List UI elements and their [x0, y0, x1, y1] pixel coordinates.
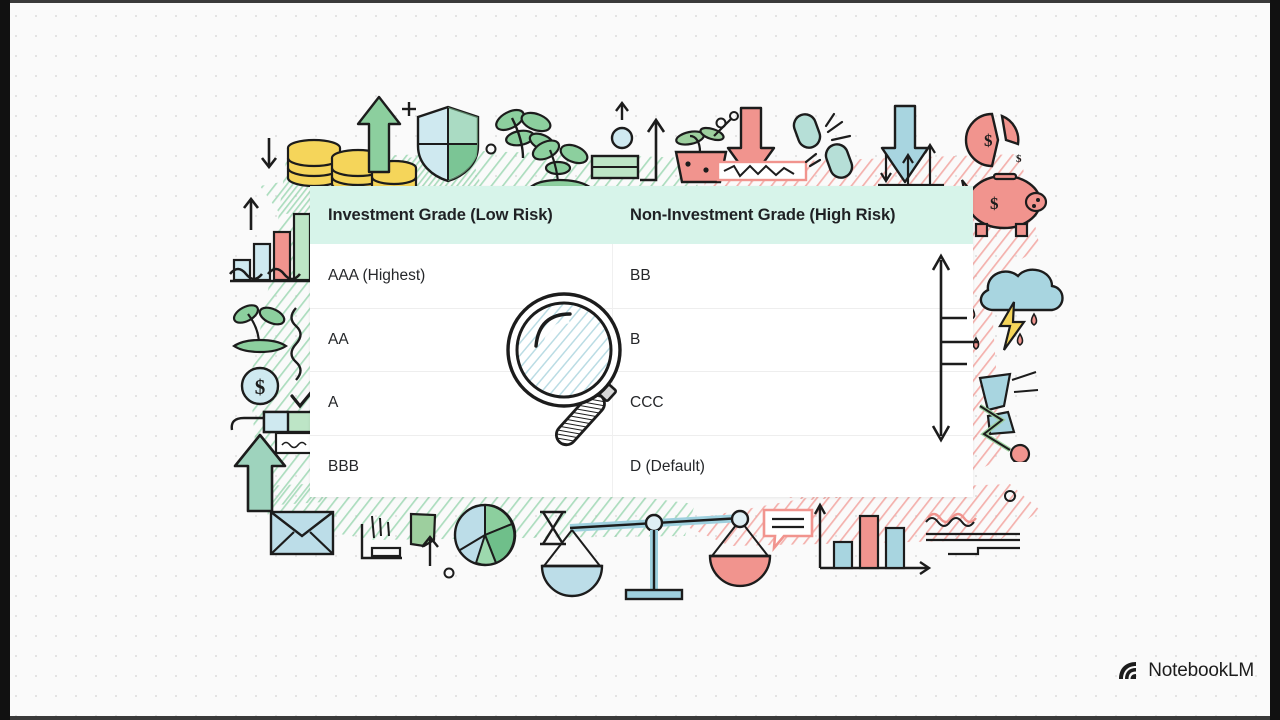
table-row: AA B: [310, 307, 973, 372]
table-row: A CCC: [310, 371, 973, 435]
volatility-arrows-icon: [878, 142, 944, 187]
cell-non-investment-grade: BB: [630, 266, 651, 284]
credit-rating-table-card: Investment Grade (Low Risk) Non-Investme…: [310, 186, 973, 497]
dollar-coin-icon: $: [240, 366, 280, 406]
letterbox-bottom: [0, 716, 1280, 720]
svg-text:$: $: [1016, 153, 1022, 165]
vertical-squiggle-icon: [290, 307, 302, 381]
up-arrow-bottom-icon: [421, 535, 439, 566]
notebooklm-spiral-icon: [1119, 662, 1137, 679]
envelope-icon: [269, 510, 335, 556]
small-dot-icon: [1004, 490, 1016, 502]
bar-chart-axis-icon: [813, 502, 932, 575]
crack-bar-icon: [716, 160, 808, 182]
column-header-non-investment-grade: Non-Investment Grade (High Risk): [630, 205, 896, 224]
down-arrow-small-icon: [260, 138, 278, 170]
plant-pot-icon: [232, 304, 288, 354]
cell-non-investment-grade: B: [630, 330, 641, 348]
letterbox-right: [1270, 0, 1280, 720]
table-header-row: Investment Grade (Low Risk) Non-Investme…: [310, 186, 973, 244]
zigzag-down-icon: [978, 404, 1031, 462]
notebooklm-brand: NotebookLM: [1116, 660, 1254, 682]
magnifier-icon: [506, 292, 622, 447]
big-up-arrow-icon: [233, 433, 287, 513]
brand-name: NotebookLM: [1148, 660, 1254, 681]
cell-investment-grade: AAA (Highest): [328, 266, 426, 284]
column-header-investment-grade: Investment Grade (Low Risk): [328, 205, 553, 224]
cell-investment-grade: BBB: [328, 457, 360, 475]
svg-text:$: $: [255, 375, 266, 399]
tiny-circle-icon: [485, 143, 497, 155]
growth-chart-icon: [590, 101, 666, 182]
green-up-arrow-icon: [356, 95, 402, 174]
up-arrow-small-icon: [242, 196, 260, 230]
svg-text:$: $: [990, 194, 999, 213]
dot-bottom-icon: [443, 567, 455, 579]
table-row: AAA (Highest) BB: [310, 244, 973, 308]
pie-chart-icon: [453, 503, 517, 567]
bar-chart-icon: [230, 212, 314, 283]
wave-line-icon: [925, 517, 975, 527]
piggy-bank-icon: $: [960, 172, 1048, 238]
tiny-circle-right-icon: [715, 117, 727, 129]
cracked-coin-icon: $ $: [964, 112, 1022, 168]
letterbox-left: [0, 0, 10, 720]
shield-icon: [416, 105, 480, 183]
cell-investment-grade: A: [328, 394, 339, 412]
plus-icon: [402, 102, 416, 116]
broken-chain-icon: [792, 112, 854, 179]
squiggle-icon: [228, 267, 302, 281]
receipt-icon: [360, 515, 402, 560]
speech-bubble-icon: [762, 508, 814, 552]
cell-non-investment-grade: CCC: [630, 394, 664, 412]
blue-down-arrow-icon: [880, 104, 930, 184]
checkmark-icon: [290, 387, 316, 409]
letterbox-top: [0, 0, 1280, 3]
storm-cloud-icon: [979, 268, 1064, 312]
cell-investment-grade: AA: [328, 330, 349, 348]
table-row: BBB D (Default): [310, 434, 973, 499]
balance-scale-icon: [540, 509, 772, 601]
range-bracket-icon: [931, 253, 979, 443]
text-lines-icon: [926, 512, 1020, 556]
cell-non-investment-grade: D (Default): [630, 457, 705, 475]
svg-text:$: $: [984, 131, 993, 150]
lightning-bolt-icon: [998, 301, 1027, 351]
wilting-plant-icon: [674, 111, 739, 184]
